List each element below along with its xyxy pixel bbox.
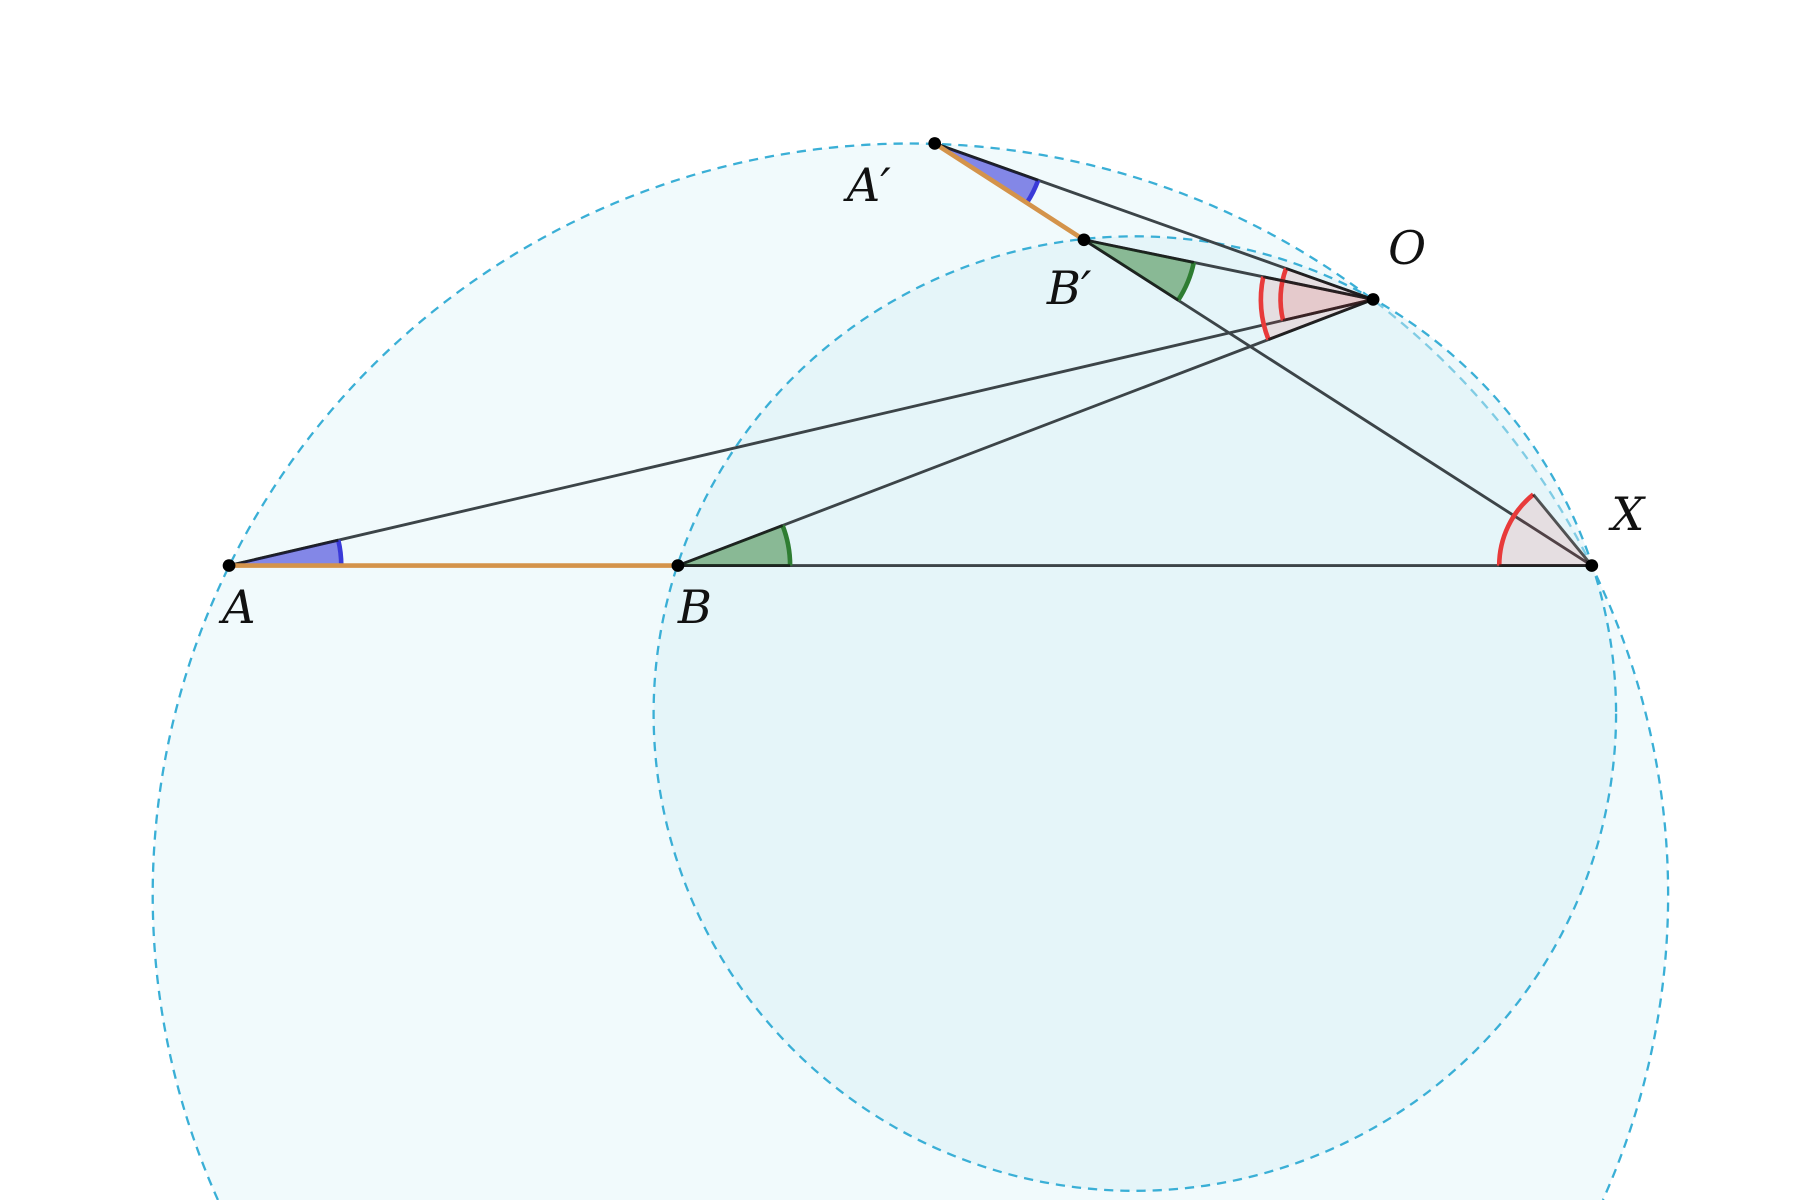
- point-B: [671, 559, 685, 572]
- line-A-O: [227, 297, 1375, 568]
- line-B-O: [676, 297, 1375, 568]
- angle-X-arc: [1496, 492, 1535, 566]
- angle-O-inner-arc: [1278, 267, 1289, 321]
- circumcircle-large-fill: [152, 143, 1669, 1200]
- angle-O-outer-arc: [1258, 276, 1271, 341]
- point-Ap: [928, 137, 942, 150]
- point-A: [222, 559, 236, 572]
- angle-O-inner-fill: [1280, 268, 1374, 321]
- label-B: B: [677, 580, 712, 634]
- label-A: A: [218, 580, 255, 634]
- circumcircle-small: [652, 235, 1618, 1192]
- label-X: X: [1608, 487, 1646, 541]
- point-X: [1585, 559, 1599, 572]
- segment-A-prime-B-prime: [932, 141, 1087, 243]
- point-Bp: [1077, 233, 1091, 247]
- circumcircle-large: [151, 142, 1670, 1200]
- angle-X-fill: [1499, 494, 1592, 566]
- label-A-prime: A′: [843, 158, 891, 212]
- point-O: [1366, 293, 1380, 306]
- angle-O-outer-fill: [1260, 276, 1374, 340]
- angle-B-prime-fill: [1083, 239, 1194, 301]
- label-O: O: [1388, 221, 1426, 275]
- label-B-prime: B′: [1046, 261, 1092, 315]
